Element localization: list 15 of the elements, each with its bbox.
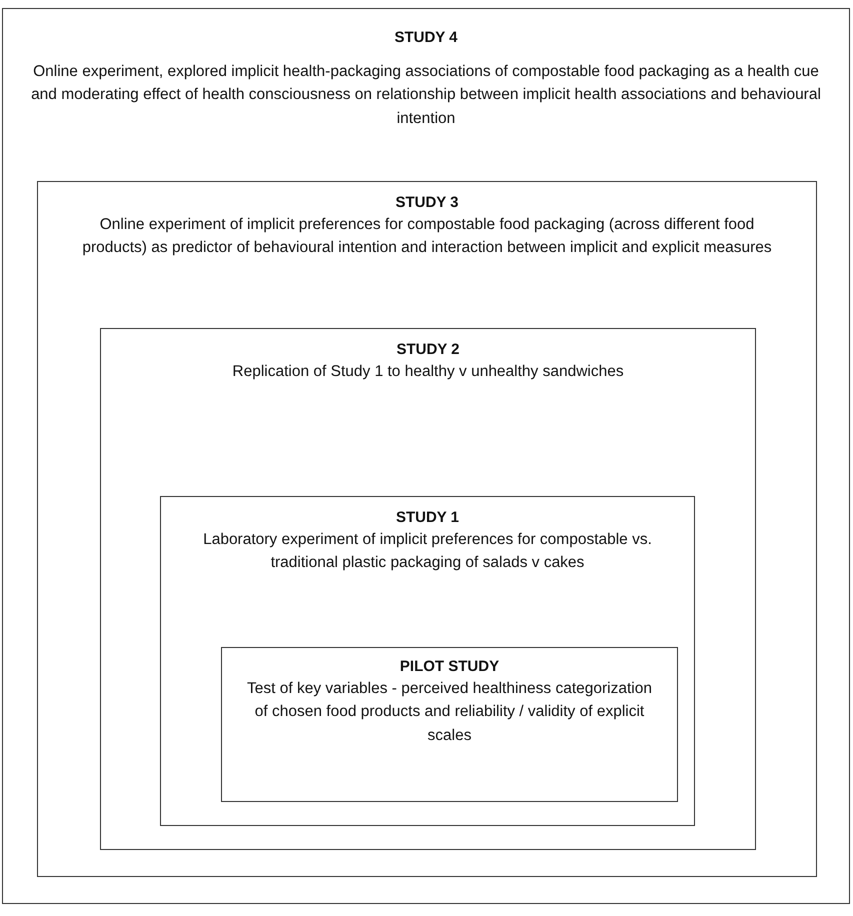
study-heading: STUDY 2 — [396, 341, 460, 358]
study-description: Replication of Study 1 to healthy v unhealthy sandwiches — [232, 362, 624, 382]
study-description: Online experiment, explored implicit health-packaging associations of compostable food packaging as a health cue and moderating effect of health consciousness on relationship between implicit health associations and behavioural intention — [31, 62, 821, 128]
study-box — [221, 647, 678, 802]
study-box — [2, 8, 850, 904]
study-description: Online experiment of implicit preferences for compostable food packaging (across different food products) as predictor of behavioural intention and interaction between implicit and explicit measures — [82, 215, 772, 258]
study-heading: STUDY 1 — [396, 509, 460, 526]
study-box — [100, 328, 756, 850]
study-box — [160, 496, 695, 826]
study-description: Test of key variables - perceived healthiness categorization of chosen food products and reliability / validity of explicit scales — [246, 679, 653, 746]
study-box — [37, 181, 817, 877]
study-heading: STUDY 4 — [394, 29, 458, 46]
study-heading: STUDY 3 — [395, 194, 459, 211]
study-heading: PILOT STUDY — [400, 658, 500, 675]
study-description: Laboratory experiment of implicit preferences for compostable vs. traditional plastic packaging of salads v cakes — [202, 530, 653, 574]
